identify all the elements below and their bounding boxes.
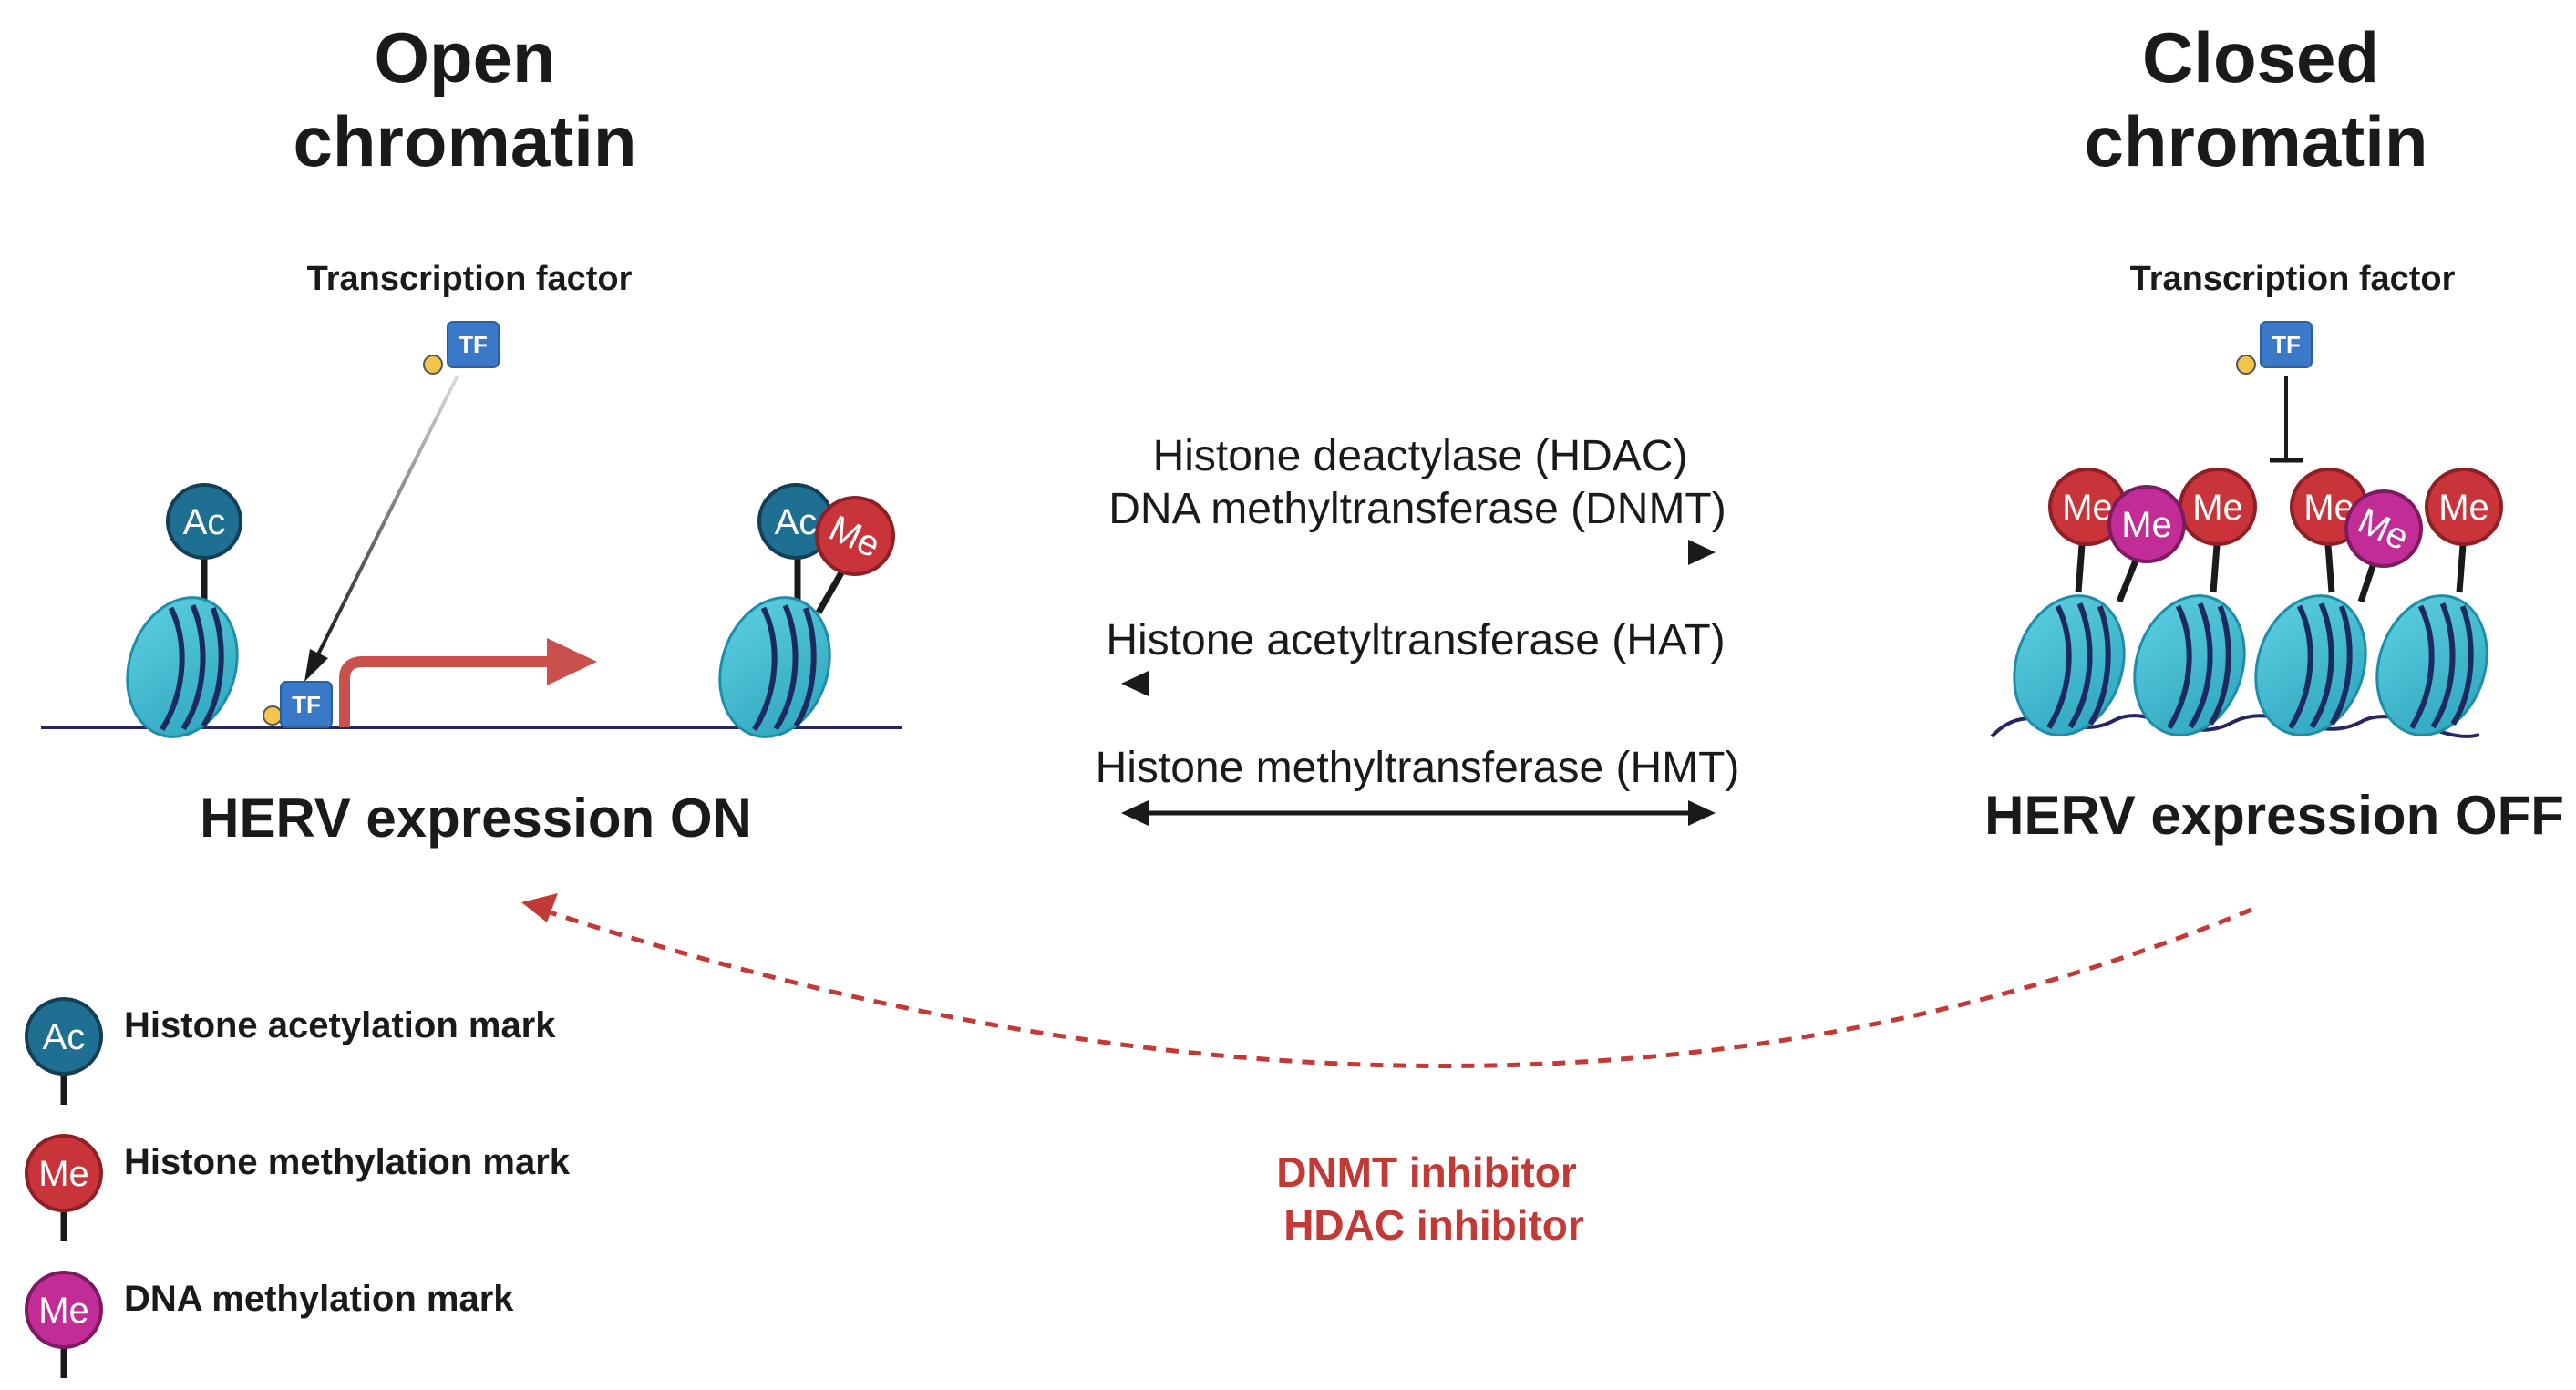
nucleosome-closed-4 [2360,582,2505,749]
legend-histone-methylation-swatch [25,1134,103,1212]
me-mark-label: Me [2438,488,2489,528]
me-mark-stalk [815,568,847,614]
free-transcription-factor-left: TF [423,321,500,375]
transcription-start-arrowhead [547,638,597,685]
hdac-label: Histone deactylase (HDAC) [1153,432,1688,480]
me-mark-label: Me [2192,488,2243,528]
ac-mark-label: Ac [183,502,226,542]
tf-ligand-dot [2236,355,2256,375]
methylation-arrowhead-right [1688,800,1716,826]
hat-label: Histone acetyltransferase (HAT) [1106,616,1725,664]
tf-box-label: TF [2272,331,2301,358]
tf-box [447,321,500,368]
histone-methylation-mark-closed-2: Me [2179,468,2257,546]
free-transcription-factor-right: TF [2236,321,2313,375]
acetylation-mark-right: Ac [757,483,834,560]
legend-acetylation-swatch [25,997,103,1076]
legend-me-label: Me [38,1291,89,1331]
open-chromatin-title-line2: chromatin [293,101,636,181]
nucleosome-closed-3 [2239,582,2384,749]
tf-ligand-dot [423,355,443,375]
legend-histone-methylation-text: Histone methylation mark [124,1142,571,1182]
tf-box [280,681,333,728]
dnmt-inhibitor-label: DNMT inhibitor [1276,1148,1577,1196]
legend-item-acetylation: Ac Histone acetylation mark [25,997,556,1105]
hdac-inhibitor-label: HDAC inhibitor [1283,1201,1584,1249]
tf-box-label: TF [459,331,488,358]
herv-expression-off-label: HERV expression OFF [1984,785,2564,846]
methylation-arrowhead-left [1121,800,1149,826]
closed-chromatin-title-line1: Closed [2142,17,2379,98]
transcription-start-arrow [339,656,554,727]
tf-ligand-dot [263,705,283,726]
transcription-factor-label-right: Transcription factor [2130,260,2456,298]
dnmt-label: DNA methyltransferase (DNMT) [1108,485,1726,533]
mark-stalk [2357,559,2378,603]
legend-dna-methylation-swatch [25,1271,103,1349]
legend-item-dna-methylation: Me DNA methylation mark [25,1271,514,1378]
acetylation-mark-left: Ac [166,483,242,560]
legend-item-histone-methylation: Me Histone methylation mark [25,1134,571,1241]
legend: Ac Histone acetylation mark Me Histone m… [25,997,571,1378]
nucleosome-closed-2 [2117,582,2262,749]
legend-dna-methylation-text: DNA methylation mark [124,1279,514,1319]
hmt-label: Histone methyltransferase (HMT) [1096,744,1740,792]
dna-methylation-mark-closed-2: Me [2344,489,2423,568]
mark-stalk [2116,554,2141,603]
ac-mark-label: Ac [775,502,818,542]
acetylation-arrowhead [1121,671,1149,696]
histone-methylation-mark-closed-4: Me [2425,468,2503,546]
histone-methylation-mark-closed-1: Me [2048,468,2127,546]
histone-methylation-mark-right: Me [815,496,895,576]
tf-box-label: TF [292,691,321,718]
legend-me-label: Me [38,1154,89,1194]
tf-box [2260,321,2313,368]
closed-chromatin-title-line2: chromatin [2084,101,2427,181]
transcription-factor-label-left: Transcription factor [307,260,633,298]
bound-transcription-factor: TF [263,681,333,728]
legend-acetylation-text: Histone acetylation mark [124,1005,556,1045]
reactivation-dashed-arrow [546,907,2252,1068]
me-mark-label: Me [2121,505,2172,545]
open-chromatin-title-line1: Open [374,17,555,98]
legend-ac-label: Ac [43,1017,86,1057]
herv-expression-on-label: HERV expression ON [200,788,752,849]
tf-binding-arrow [315,375,459,657]
reactivation-arrowhead [521,893,558,922]
me-mark-label: Me [2062,488,2113,528]
silencing-arrowhead [1688,540,1716,565]
nucleosome-closed-1 [1997,582,2142,749]
dna-methylation-mark-closed-1: Me [2107,485,2186,563]
tf-binding-arrowhead [304,649,328,682]
